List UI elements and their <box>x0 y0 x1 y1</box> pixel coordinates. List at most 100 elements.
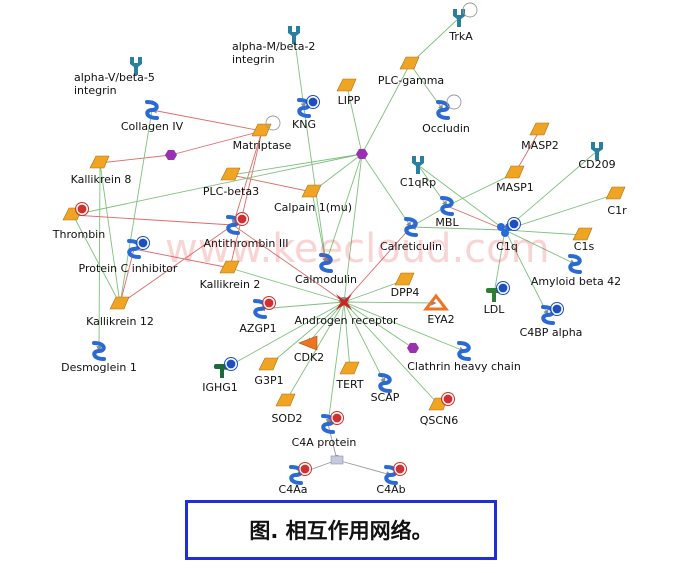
node-kal8[interactable]: Kallikrein 8 <box>71 155 132 186</box>
node-sod2[interactable]: SOD2 <box>271 393 303 425</box>
node-c1s[interactable]: C1s <box>572 227 595 253</box>
edge-pci-kal12 <box>118 248 135 305</box>
node-trka[interactable]: TrkA <box>448 2 478 43</box>
node-occl[interactable]: Occludin <box>422 94 470 135</box>
node-eya2[interactable]: EYA2 <box>422 293 455 326</box>
node-label-masp2: MASP2 <box>521 139 559 152</box>
node-label-pci: Protein C inhibitor <box>79 262 178 275</box>
node-tert[interactable]: TERT <box>335 361 364 391</box>
protein-icon <box>321 411 344 434</box>
edge-thr-kal12 <box>72 214 121 305</box>
edge-c1qrp-c1q <box>417 164 506 231</box>
node-dpp4[interactable]: DPP4 <box>391 272 420 299</box>
edge-matr-kal2 <box>228 130 263 269</box>
edge-lipp-c1 <box>346 85 364 155</box>
edge-calr-ar <box>343 226 412 303</box>
edge-trka-plcg <box>409 17 460 65</box>
node-matr[interactable]: Matriptase <box>233 115 292 152</box>
node-qscn6[interactable]: QSCN6 <box>420 392 459 428</box>
node-ighg1[interactable]: IGHG1 <box>202 357 238 395</box>
node-dsg1[interactable]: Desmoglein 1 <box>61 341 137 374</box>
watermark: www.keecloud.com <box>165 226 550 272</box>
protein-icon <box>92 341 106 361</box>
node-calp[interactable]: Calpain 1(mu) <box>274 184 352 214</box>
node-lipp[interactable]: LIPP <box>336 78 361 107</box>
enzyme-icon <box>251 115 281 137</box>
node-label-g3p1: G3P1 <box>254 374 283 387</box>
node-azgp1[interactable]: AZGP1 <box>239 296 277 336</box>
node-calr[interactable]: Calreticulin <box>380 217 442 253</box>
node-at3[interactable]: Antithrombin III <box>203 212 289 251</box>
node-sq[interactable] <box>330 455 344 465</box>
protein-icon <box>297 95 320 118</box>
node-label-tert: TERT <box>335 378 364 391</box>
edge-ar-g3p1 <box>268 301 345 366</box>
protein-icon <box>384 462 407 485</box>
node-c2[interactable] <box>165 150 177 160</box>
complex-icon <box>165 150 177 160</box>
node-plcb3[interactable]: PLC-beta3 <box>203 167 259 198</box>
node-masp2[interactable]: MASP2 <box>521 122 559 152</box>
node-c1r[interactable]: C1r <box>605 186 627 217</box>
node-chc[interactable]: Clathrin heavy chain <box>407 341 521 373</box>
node-thr[interactable]: Thrombin <box>52 202 105 242</box>
node-pci[interactable]: Protein C inhibitor <box>79 236 178 276</box>
enzyme-icon <box>220 167 241 181</box>
node-c1qrp[interactable]: C1qRp <box>400 156 436 189</box>
kinase-icon <box>298 335 318 351</box>
node-label-dpp4: DPP4 <box>391 286 420 299</box>
edge-ar-cdk2 <box>307 301 345 344</box>
node-mbl[interactable]: MBL <box>435 196 459 229</box>
node-label-ighg1: IGHG1 <box>202 381 238 394</box>
node-ldl[interactable]: LDL <box>484 281 510 317</box>
node-c1q[interactable]: C1q <box>496 217 521 254</box>
node-label-kal2: Kallikrein 2 <box>200 278 261 291</box>
edge-am2-kng <box>293 34 307 109</box>
node-g3p1[interactable]: G3P1 <box>254 357 284 387</box>
node-scap[interactable]: SCAP <box>371 373 400 404</box>
node-label-kal12: Kallikrein 12 <box>86 315 154 328</box>
protein-icon <box>289 462 312 485</box>
edge-ar-chc <box>343 301 465 352</box>
node-kng[interactable]: KNG <box>292 95 320 132</box>
node-c4aa[interactable]: C4Aa <box>279 462 312 497</box>
edge-c1-plcb3 <box>230 153 363 177</box>
protein-icon <box>436 94 462 120</box>
antibody-icon <box>214 357 238 378</box>
node-label-calr: Calreticulin <box>380 240 442 253</box>
node-kal2[interactable]: Kallikrein 2 <box>200 260 261 291</box>
node-kal12[interactable]: Kallikrein 12 <box>86 296 154 328</box>
node-ab42[interactable]: Amyloid beta 42 <box>531 254 621 288</box>
node-ar[interactable]: Androgen receptor <box>294 294 398 327</box>
node-masp1[interactable]: MASP1 <box>496 165 534 194</box>
edge-ar-c4a <box>325 301 345 425</box>
node-c4bp[interactable]: C4BP alpha <box>520 302 583 340</box>
node-label-ldl: LDL <box>484 303 506 316</box>
edge-c1-calm <box>324 153 363 264</box>
node-label-c4bp: C4BP alpha <box>520 326 583 339</box>
node-cd209[interactable]: CD209 <box>578 142 616 171</box>
enzyme-icon <box>301 184 322 198</box>
edge-kal8-dsg1 <box>96 162 102 352</box>
node-c4a[interactable]: C4A protein <box>292 411 357 450</box>
node-c3[interactable] <box>407 343 419 353</box>
node-label-kng: KNG <box>292 118 316 131</box>
node-label-at3: Antithrombin III <box>203 237 288 250</box>
edge-ar-sod2 <box>285 301 345 402</box>
node-label-c1s: C1s <box>574 240 595 253</box>
edges-layer <box>72 17 617 477</box>
node-calm[interactable]: Calmodulin <box>295 253 357 286</box>
node-col4[interactable]: Collagen IV <box>121 100 184 133</box>
node-plcg[interactable]: PLC-gamma <box>378 56 444 87</box>
node-label-col4: Collagen IV <box>121 120 184 133</box>
node-cdk2[interactable]: CDK2 <box>294 335 324 364</box>
node-c1[interactable] <box>356 149 368 159</box>
node-c4ab[interactable]: C4Ab <box>376 462 407 497</box>
enzyme-icon <box>605 186 626 200</box>
lipoprotein-icon <box>486 281 510 302</box>
edge-calp-plcb3 <box>230 173 313 193</box>
edge-mbl-c1q <box>446 205 506 231</box>
caption-box: 图. 相互作用网络。 <box>185 500 497 560</box>
